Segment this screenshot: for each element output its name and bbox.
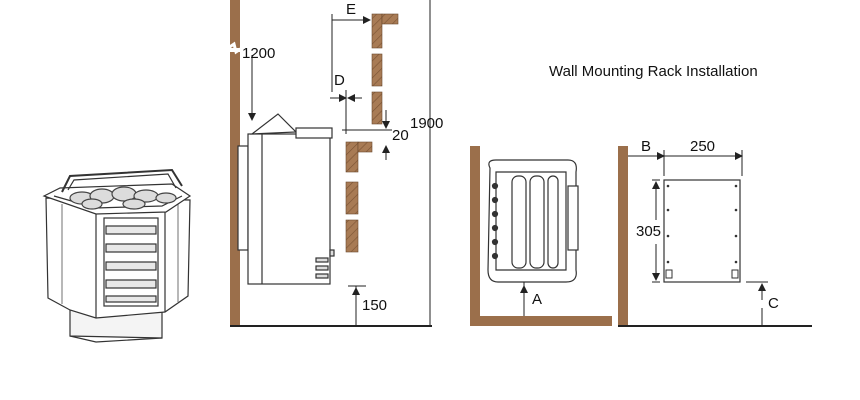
- dim-ceiling-distance: 1200: [242, 45, 275, 62]
- heater-illustration: [42, 168, 192, 343]
- dim-total-height: 1900: [410, 115, 443, 132]
- label-b: B: [641, 138, 651, 155]
- wall-mounting-rack-view: [618, 146, 812, 327]
- side-clearance-view: [227, 0, 432, 327]
- label-d: D: [334, 72, 345, 89]
- label-a: A: [532, 291, 542, 308]
- label-e: E: [346, 1, 356, 18]
- dim-floor-distance: 150: [362, 297, 387, 314]
- dim-side-gap: 20: [392, 127, 409, 144]
- section-title: Wall Mounting Rack Installation: [549, 63, 758, 80]
- label-c: C: [768, 295, 779, 312]
- dim-rack-width: 250: [690, 138, 715, 155]
- dim-rack-height: 305: [636, 223, 661, 240]
- top-view-corner: [470, 146, 612, 326]
